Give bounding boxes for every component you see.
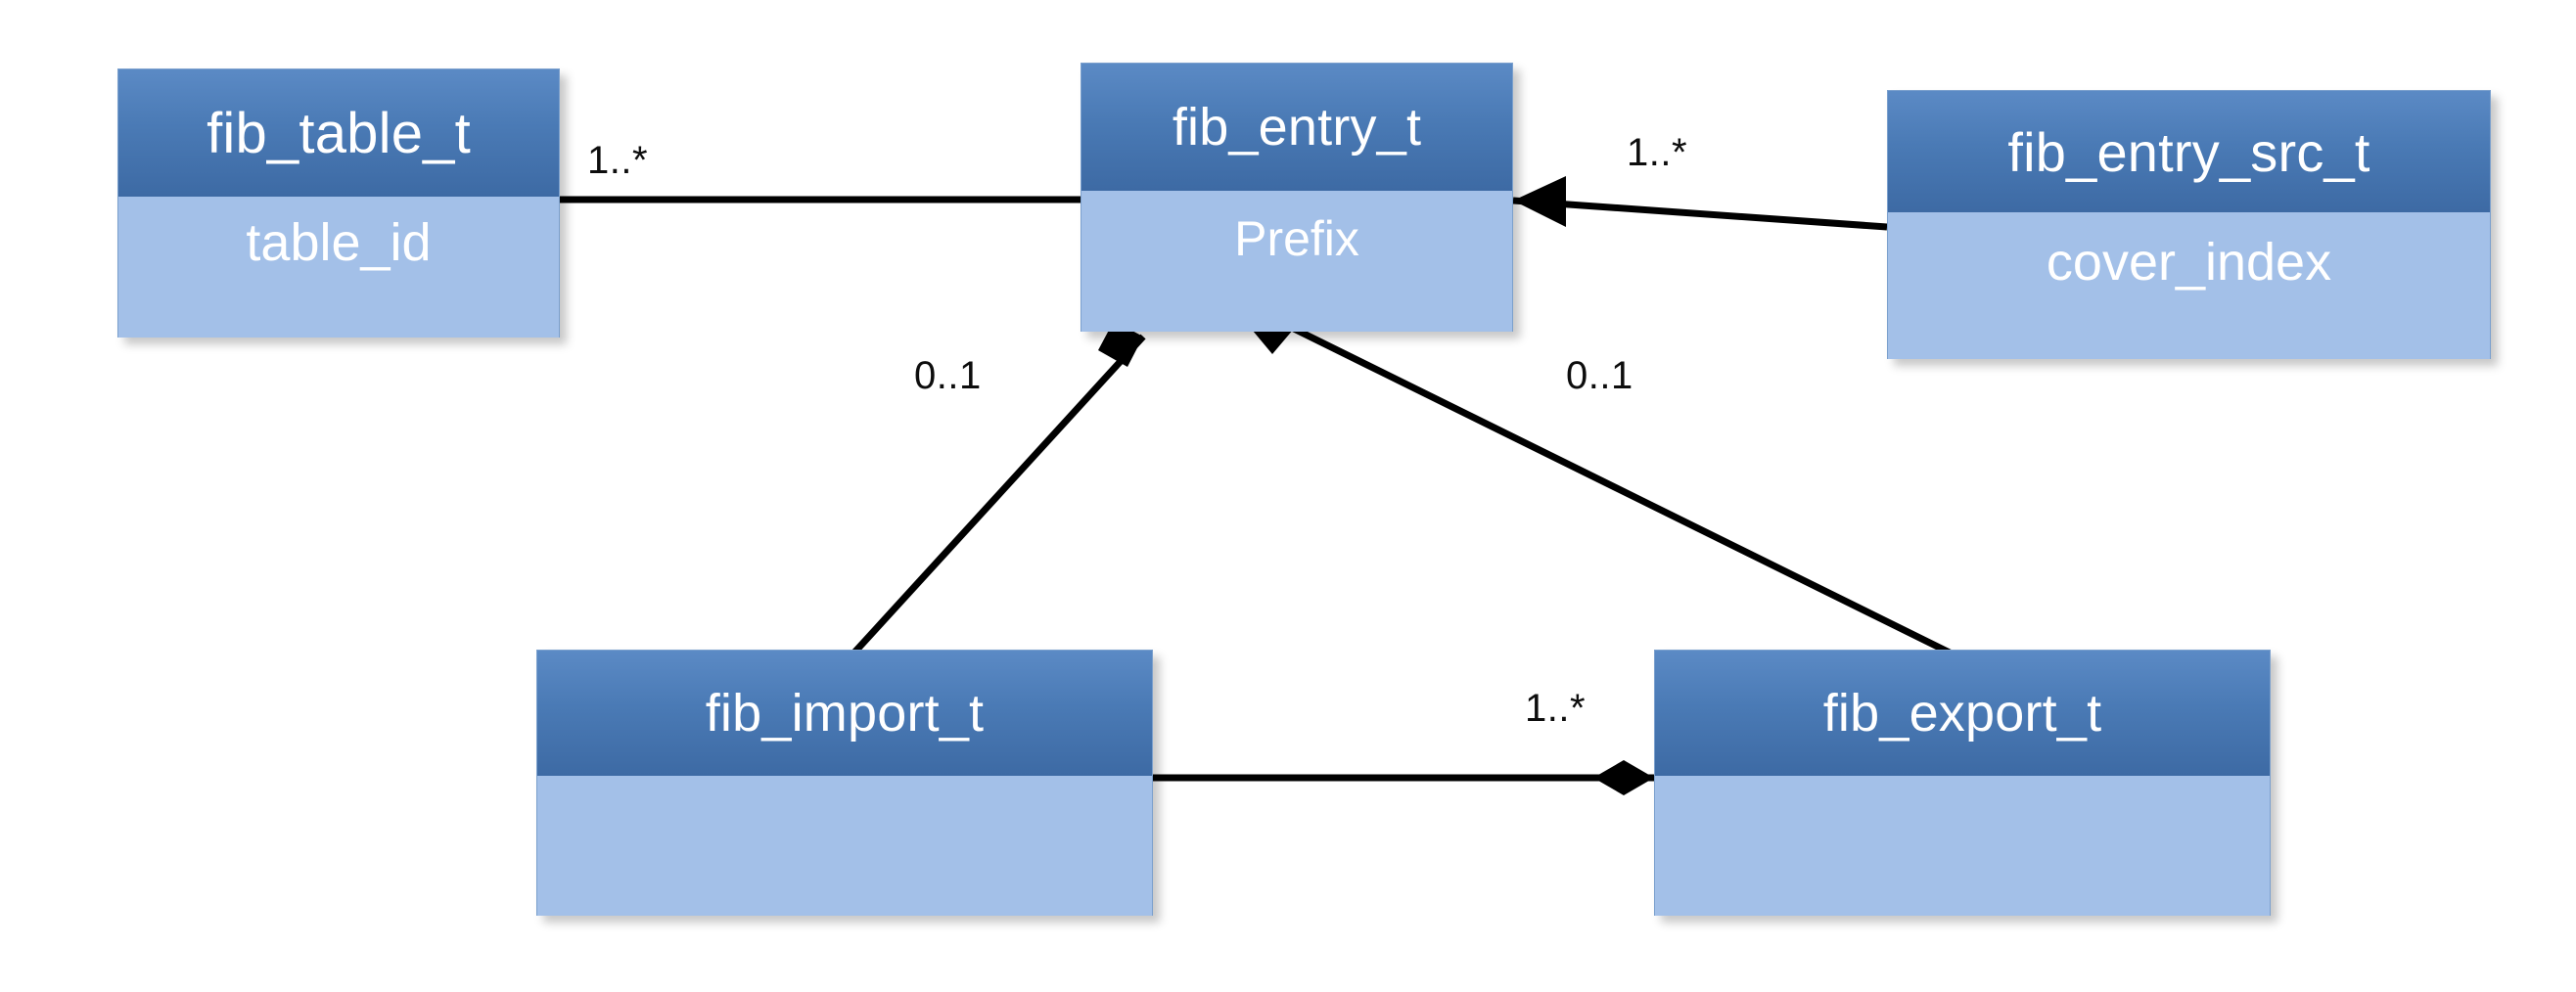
relationship-entry-to-src: [1512, 176, 1888, 231]
edge-line-entry-to-src: [1512, 197, 1888, 231]
class-attributes-fib-export-t: [1655, 776, 2270, 916]
class-attributes-fib-entry-src-t: cover_index: [1888, 212, 2490, 359]
relationship-import-to-export: [1153, 760, 1654, 795]
multiplicity-entry-to-import: 0..1: [914, 354, 982, 397]
class-name-fib-entry-t: fib_entry_t: [1081, 64, 1512, 191]
relationship-table-to-entry: [499, 182, 1081, 217]
class-box-fib-entry-t[interactable]: fib_entry_t Prefix: [1081, 63, 1513, 332]
class-name-fib-import-t: fib_import_t: [537, 651, 1152, 776]
class-attributes-fib-entry-t: Prefix: [1081, 191, 1512, 332]
multiplicity-table-to-entry: 1..*: [587, 139, 649, 182]
class-name-fib-table-t: fib_table_t: [118, 69, 559, 197]
navigable-arrowhead-fib-entry-t: [1513, 176, 1566, 227]
class-box-fib-entry-src-t[interactable]: fib_entry_src_t cover_index: [1887, 90, 2491, 359]
edge-line-entry-to-import: [851, 334, 1146, 656]
attribute-prefix: Prefix: [1234, 211, 1359, 266]
class-box-fib-import-t[interactable]: fib_import_t: [536, 650, 1153, 916]
class-attributes-fib-import-t: [537, 776, 1152, 916]
clipped-top-text: [0, 0, 2576, 4]
class-name-fib-entry-src-t: fib_entry_src_t: [1888, 91, 2490, 212]
attribute-cover-index: cover_index: [2046, 233, 2332, 292]
relationship-entry-to-import: [851, 321, 1146, 656]
class-box-fib-export-t[interactable]: fib_export_t: [1654, 650, 2271, 916]
class-attributes-fib-table-t: table_id: [118, 197, 559, 338]
multiplicity-import-to-export: 1..*: [1525, 687, 1587, 730]
attribute-table-id: table_id: [246, 213, 432, 272]
class-name-fib-export-t: fib_export_t: [1655, 651, 2270, 776]
composition-diamond-fib-export-t: [1593, 760, 1654, 795]
multiplicity-entry-to-export: 0..1: [1566, 354, 1633, 397]
class-box-fib-table-t[interactable]: fib_table_t table_id: [117, 68, 560, 338]
multiplicity-entry-to-src: 1..*: [1627, 131, 1688, 174]
